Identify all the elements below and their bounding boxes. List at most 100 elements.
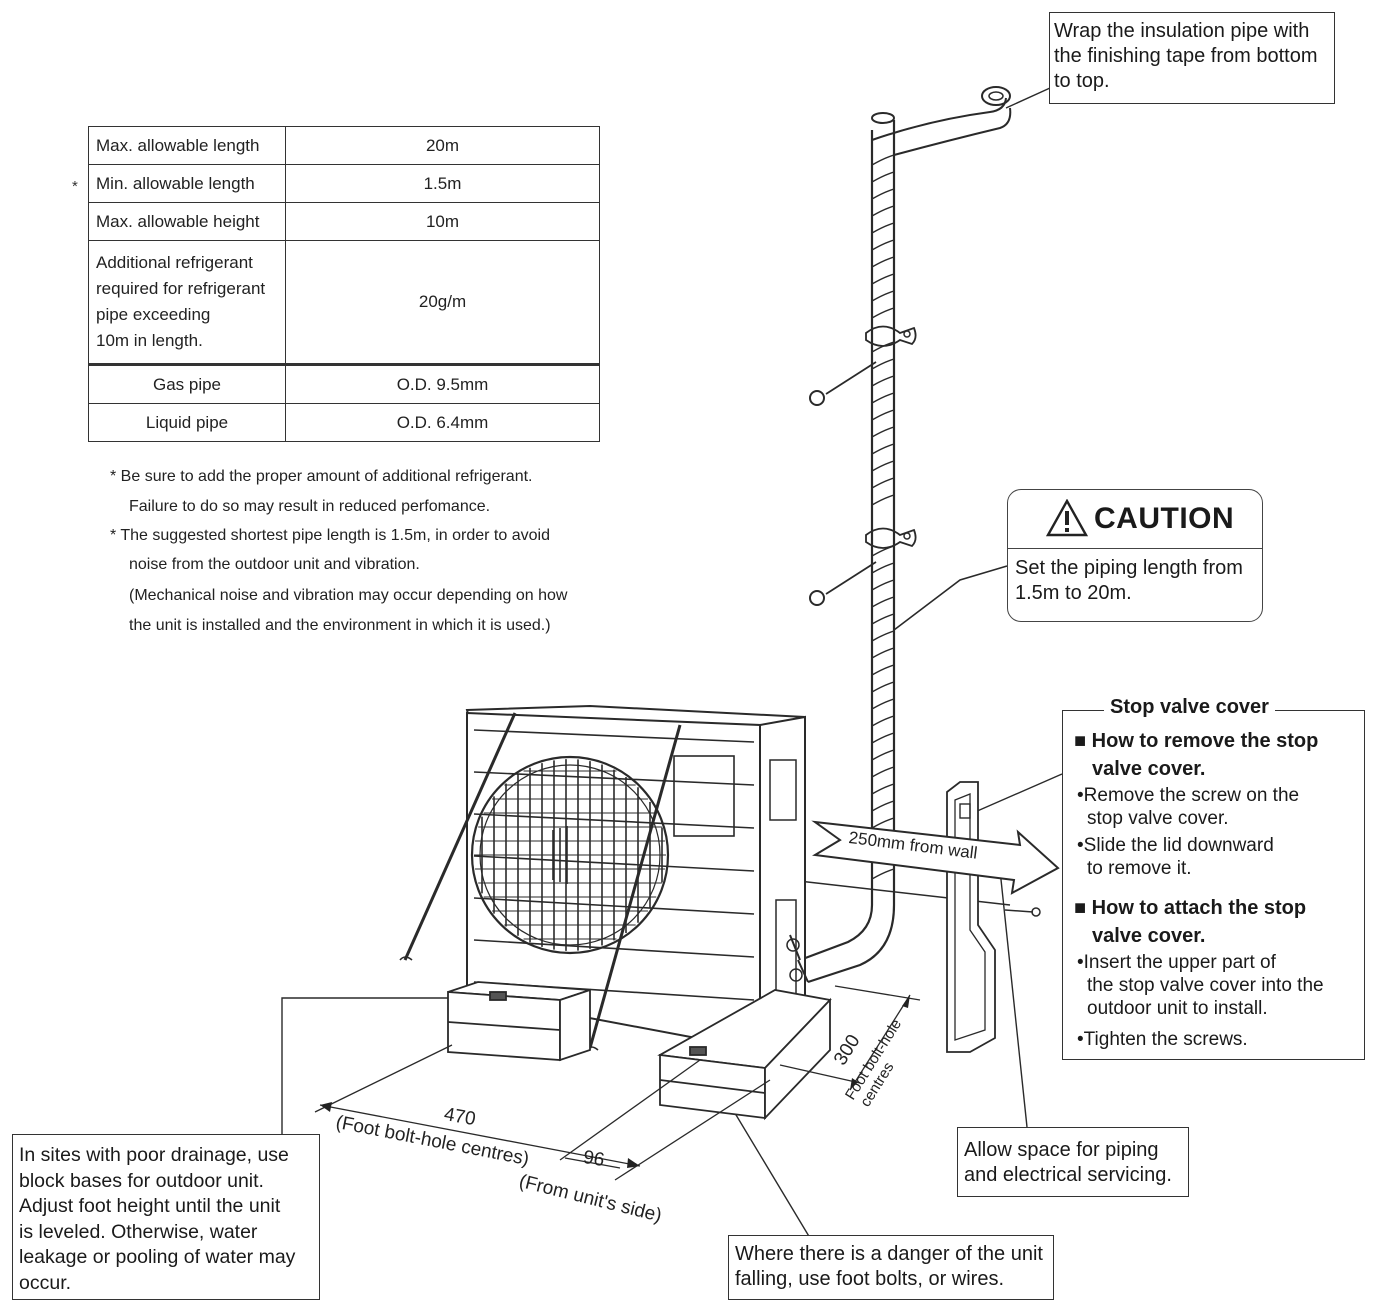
square-bullet-icon: ■ (1074, 730, 1087, 752)
tape-wrap (871, 426, 895, 438)
pipe-clamp-lower (809, 527, 917, 606)
tape-wrap (871, 749, 895, 761)
callout-line: occur. (19, 1271, 72, 1294)
tape-wrap (871, 188, 895, 200)
tape-wrap (871, 290, 895, 302)
callout-foot-bolts: Where there is a danger of the unit fall… (728, 1235, 1054, 1300)
tape-wrap (871, 800, 895, 812)
tape-wrap (871, 766, 895, 778)
label-line: 10m in length. (96, 331, 203, 350)
dot-bullet-icon: • (1077, 1029, 1084, 1050)
table-row: Additional refrigerant required for refr… (88, 240, 600, 365)
row-value-additional-refrigerant: 20g/m (285, 240, 600, 365)
tape-wrap (871, 664, 895, 676)
finishing-tape-wraps (871, 154, 895, 880)
wall-clearance-arrow (811, 820, 1060, 895)
table-row: Gas pipe O.D. 9.5mm (88, 363, 600, 404)
callout-line: and electrical servicing. (964, 1164, 1172, 1186)
label-line: pipe exceeding (96, 305, 211, 324)
step-line: Slide the lid downward (1083, 835, 1274, 856)
tape-wrap (871, 358, 895, 370)
row-label-min-length: Min. allowable length (88, 164, 286, 203)
tape-wrap (871, 630, 895, 642)
front-slat (473, 897, 755, 915)
table-row: Max. allowable length 20m (88, 126, 600, 165)
remove-step: •Remove the screw on the (1077, 784, 1299, 808)
table-row: Liquid pipe O.D. 6.4mm (88, 403, 600, 442)
callout-finishing-tape: Wrap the insulation pipe with the finish… (1049, 12, 1335, 104)
row-value-gas-pipe: O.D. 9.5mm (285, 363, 600, 404)
pipe-clamp-upper (809, 325, 917, 406)
leader-caution (893, 565, 1008, 631)
tape-wrap (871, 817, 895, 829)
row-value-liquid-pipe: O.D. 6.4mm (285, 403, 600, 442)
note-line: the unit is installed and the environmen… (129, 617, 551, 634)
attach-heading-cont: valve cover. (1092, 925, 1206, 947)
remove-step-cont: stop valve cover. (1087, 808, 1229, 829)
attach-step-cont: the stop valve cover into the (1087, 975, 1324, 996)
table-row: Min. allowable length 1.5m (88, 164, 600, 203)
front-slat (473, 729, 755, 743)
row-value-max-length: 20m (285, 126, 600, 165)
label-line: required for refrigerant (96, 279, 266, 298)
step-line: Insert the upper part of (1083, 952, 1276, 973)
leader-stop-valve (974, 773, 1063, 813)
side-offset-value: 96 (581, 1147, 606, 1172)
tape-wrap (871, 477, 895, 489)
callout-line: Allow space for piping (964, 1139, 1159, 1161)
front-slat (473, 771, 755, 786)
note-line: Failure to do so may result in reduced p… (129, 498, 491, 515)
leader-space (999, 869, 1028, 1128)
row-label-liquid-pipe: Liquid pipe (88, 403, 286, 442)
attach-step: •Tighten the screws. (1077, 1028, 1248, 1052)
remove-heading: ■ How to remove the stop (1074, 729, 1318, 753)
callout-line: to top. (1054, 70, 1110, 92)
callout-line: Adjust foot height until the unit (19, 1195, 281, 1217)
row-value-max-height: 10m (285, 202, 600, 241)
row-value-min-length: 1.5m (285, 164, 600, 203)
label-line: Additional refrigerant (96, 253, 253, 272)
row-label-max-length: Max. allowable length (88, 126, 286, 165)
tape-wrap (871, 783, 895, 795)
tape-wrap (871, 392, 895, 404)
tape-wrap (871, 307, 895, 319)
attach-heading: ■ How to attach the stop (1074, 896, 1306, 920)
tape-wrap (871, 205, 895, 217)
tape-wrap (871, 715, 895, 727)
remove-heading-cont: valve cover. (1092, 758, 1206, 780)
leader-drainage (281, 997, 480, 1134)
table-row: Max. allowable height 10m (88, 202, 600, 241)
callout-line: Wrap the insulation pipe with (1054, 20, 1310, 42)
tape-wrap (871, 273, 895, 285)
tape-wrap (871, 375, 895, 387)
front-slat (473, 939, 755, 958)
callout-service-space: Allow space for piping and electrical se… (957, 1127, 1189, 1197)
tape-wrap (871, 154, 895, 166)
callout-line: block bases for outdoor unit. (19, 1169, 264, 1192)
row-label-max-height: Max. allowable height (88, 202, 286, 241)
caution-box: CAUTION Set the piping length from 1.5m … (1007, 489, 1263, 622)
callout-line: the finishing tape from bottom (1054, 45, 1318, 67)
heading-line: How to remove the stop (1091, 730, 1319, 752)
tape-wrap (871, 222, 895, 234)
tape-wrap (871, 443, 895, 455)
tape-wrap (871, 732, 895, 744)
step-line: Tighten the screws. (1083, 1029, 1248, 1050)
heading-line: How to attach the stop (1091, 897, 1307, 919)
callout-drainage: In sites with poor drainage, use block b… (12, 1134, 320, 1300)
tape-wrap (871, 613, 895, 625)
note-line: * Be sure to add the proper amount of ad… (110, 468, 533, 485)
row-label-additional-refrigerant: Additional refrigerant required for refr… (88, 240, 286, 365)
caution-line: Set the piping length from (1015, 557, 1243, 579)
tape-wrap (871, 171, 895, 183)
securing-wire-right (588, 724, 682, 1049)
remove-step-cont: to remove it. (1087, 858, 1192, 879)
stop-valve-cover (946, 781, 1041, 1053)
dot-bullet-icon: • (1077, 785, 1084, 806)
remove-step: •Slide the lid downward (1077, 834, 1274, 858)
warning-triangle-icon (1046, 499, 1088, 537)
piping-spec-table: Max. allowable length 20m Min. allowable… (88, 126, 600, 442)
tape-wrap (871, 494, 895, 506)
front-slat (473, 813, 755, 829)
